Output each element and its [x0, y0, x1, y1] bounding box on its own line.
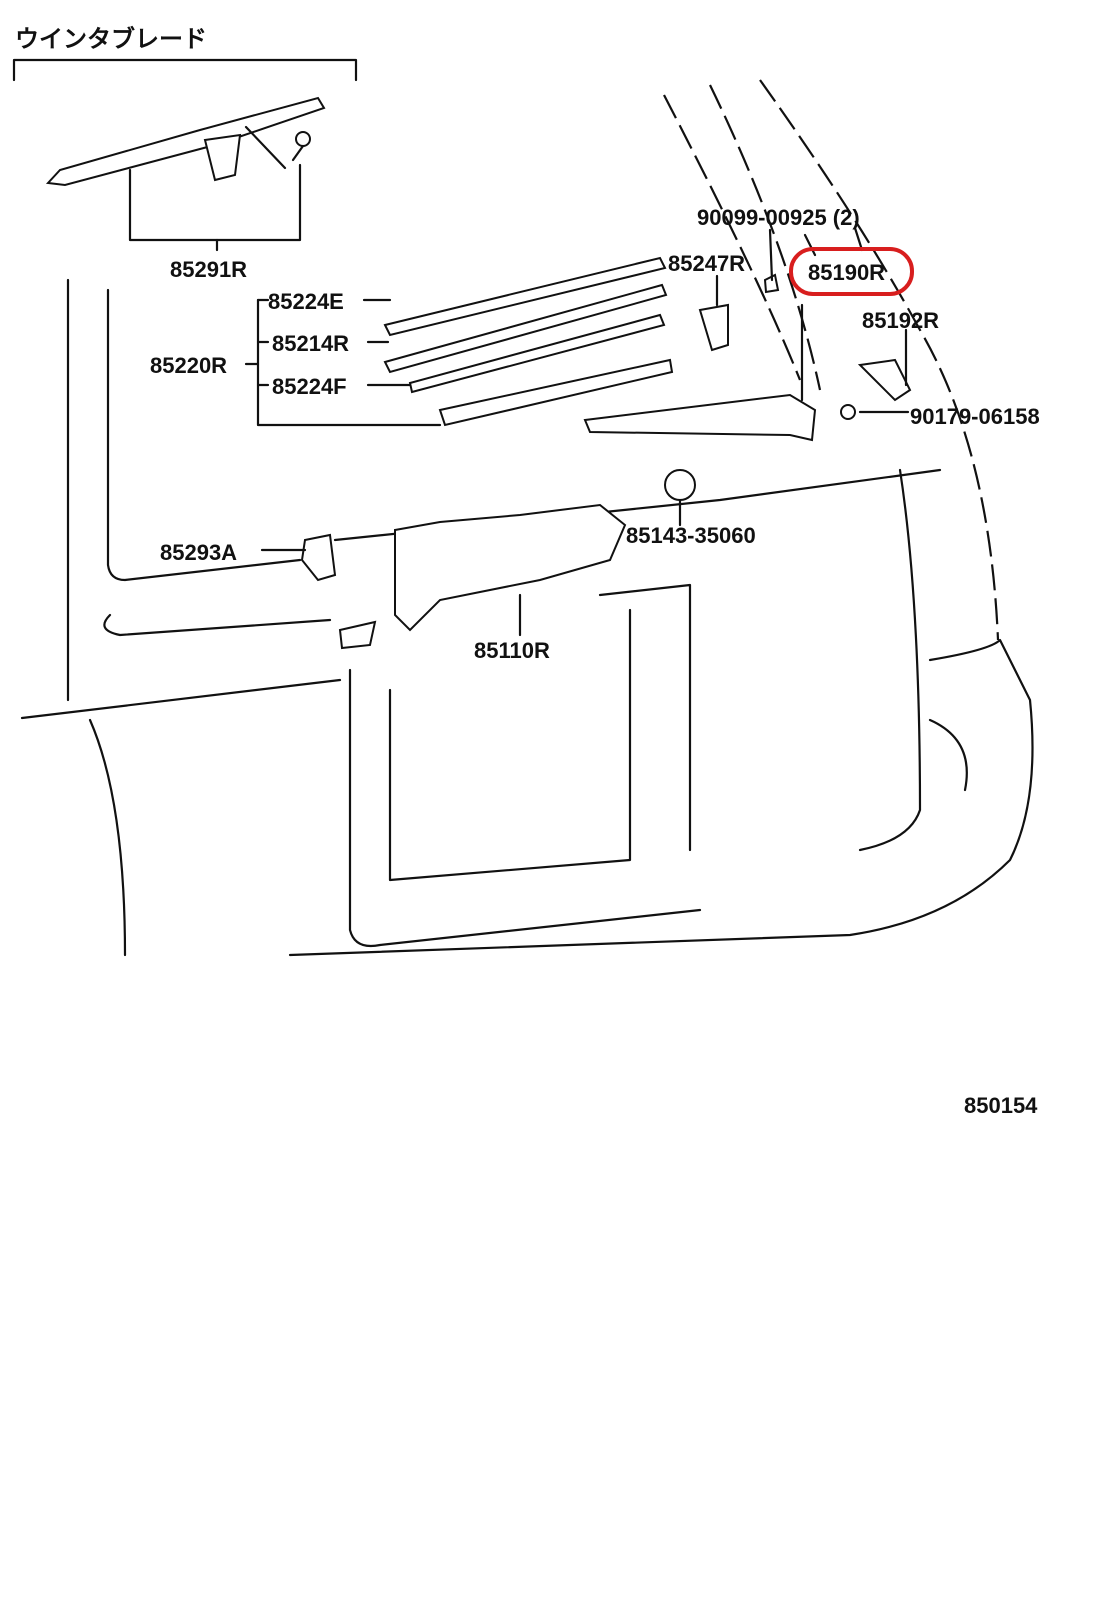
- label-85247R: 85247R: [668, 251, 745, 276]
- label-85293A: 85293A: [160, 540, 237, 565]
- section-title: ウインタブレード: [15, 25, 207, 53]
- label-85220R: 85220R: [150, 353, 227, 378]
- highlight-marker: [789, 247, 914, 296]
- label-85190R[interactable]: 85190R: [808, 260, 885, 285]
- label-85291R: 85291R: [170, 257, 247, 282]
- label-85192R: 85192R: [862, 308, 939, 333]
- label-85110R: 85110R: [474, 638, 550, 663]
- section-bracket: [12, 58, 358, 82]
- blade-parts: [300, 256, 912, 650]
- label-90179-06158: 90179-06158: [910, 404, 1040, 429]
- back-door-outline: [20, 79, 1034, 957]
- wiper-blade-assembly: [45, 96, 326, 252]
- label-85143-35060: 85143-35060: [626, 523, 756, 548]
- label-90099-00925: 90099-00925 (2): [697, 205, 860, 230]
- label-85224E: 85224E: [268, 289, 344, 314]
- label-85224F: 85224F: [272, 374, 347, 399]
- leader-lines: [244, 226, 910, 637]
- label-85214R: 85214R: [272, 331, 349, 356]
- diagram-id: 850154: [964, 1093, 1038, 1118]
